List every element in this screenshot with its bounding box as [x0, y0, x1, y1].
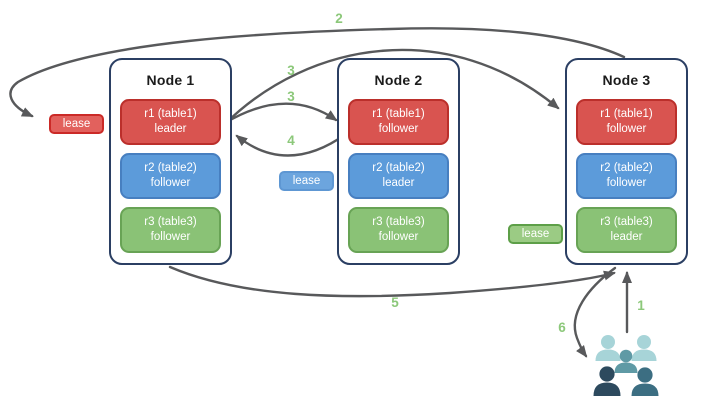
node-2-box: Node 2 r1 (table1) follower r2 (table2) … — [337, 58, 460, 265]
arrow-step-6 — [573, 266, 617, 358]
node-1-title: Node 1 — [146, 72, 195, 88]
node-3-title: Node 3 — [602, 72, 651, 88]
step-label-3a: 3 — [287, 63, 295, 78]
replica-label: r2 (table2) — [372, 162, 425, 175]
replica-role: follower — [378, 123, 419, 135]
replica-label: r2 (table2) — [600, 162, 653, 175]
replica-role: follower — [150, 231, 191, 243]
node-1-box: Node 1 r1 (table1) leader r2 (table2) fo… — [109, 58, 232, 265]
step-label-6: 6 — [558, 320, 566, 335]
replica-role: follower — [606, 123, 647, 135]
replica-role: follower — [150, 177, 191, 189]
replica-label: r3 (table3) — [372, 216, 425, 229]
step-label-1: 1 — [637, 298, 645, 313]
replica-label: r1 (table1) — [372, 108, 425, 121]
lease-badge-table2: lease — [279, 171, 334, 191]
step-label-2: 2 — [335, 11, 343, 26]
replica-role: leader — [610, 231, 643, 243]
node1-replica-r3: r3 (table3) follower — [120, 207, 221, 253]
node3-replica-r1: r1 (table1) follower — [576, 99, 677, 145]
node3-replica-r3: r3 (table3) leader — [576, 207, 677, 253]
step-label-3b: 3 — [287, 89, 295, 104]
replica-label: r1 (table1) — [600, 108, 653, 121]
replica-label: r2 (table2) — [144, 162, 197, 175]
lease-badge-table3: lease — [508, 224, 563, 244]
node1-replica-r1: r1 (table1) leader — [120, 99, 221, 145]
replica-label: r1 (table1) — [144, 108, 197, 121]
arrow-step-3-to-node2 — [223, 102, 338, 125]
replica-role: leader — [382, 177, 415, 189]
arrow-step-2 — [9, 27, 626, 118]
step-label-4: 4 — [287, 133, 295, 148]
step-label-5: 5 — [391, 295, 399, 310]
node-3-box: Node 3 r1 (table1) follower r2 (table2) … — [565, 58, 688, 265]
node2-replica-r1: r1 (table1) follower — [348, 99, 449, 145]
node1-replica-r2: r2 (table2) follower — [120, 153, 221, 199]
replica-role: follower — [378, 231, 419, 243]
replica-role: leader — [154, 123, 187, 135]
node3-replica-r2: r2 (table2) follower — [576, 153, 677, 199]
replica-role: follower — [606, 177, 647, 189]
lease-badge-table1: lease — [49, 114, 104, 134]
node2-replica-r3: r3 (table3) follower — [348, 207, 449, 253]
replica-label: r3 (table3) — [144, 216, 197, 229]
arrow-step-5 — [168, 265, 616, 298]
node-2-title: Node 2 — [374, 72, 423, 88]
node2-replica-r2: r2 (table2) leader — [348, 153, 449, 199]
replica-label: r3 (table3) — [600, 216, 653, 229]
users-icon — [593, 335, 659, 396]
